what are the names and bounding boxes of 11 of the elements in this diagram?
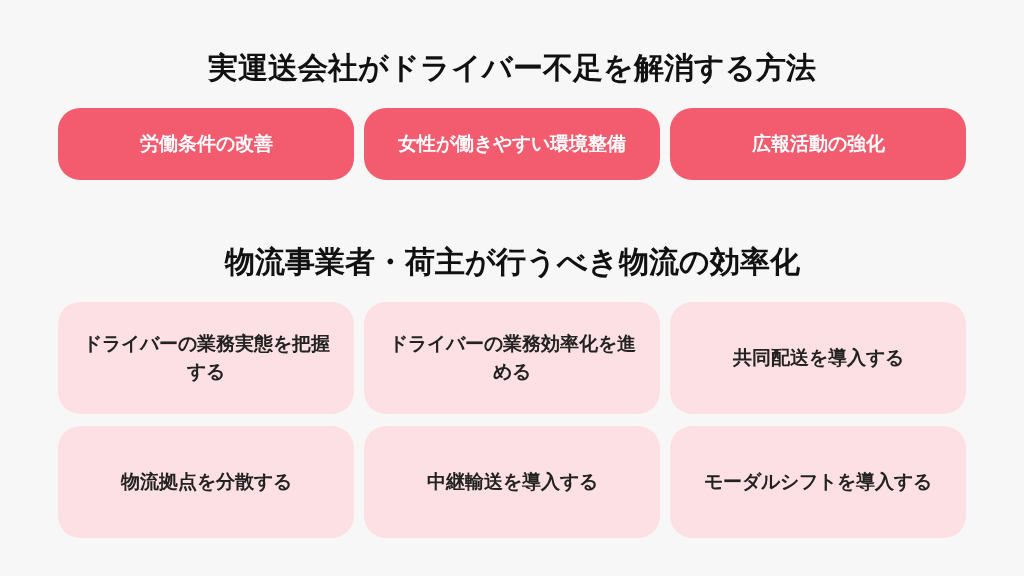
measure-box: 共同配送を導入する <box>670 302 966 414</box>
method-box: 広報活動の強化 <box>670 108 966 180</box>
heading: 実運送会社がドライバー不足を解消する方法 <box>207 49 817 87</box>
measure-box: 中継輸送を導入する <box>364 426 660 538</box>
measure-box: ドライバーの業務効率化を進める <box>364 302 660 414</box>
measure-box: ドライバーの業務実態を把握する <box>58 302 354 414</box>
method-box: 女性が働きやすい環境整備 <box>364 108 660 180</box>
method-box: 労働条件の改善 <box>58 108 354 180</box>
section-heading: 物流事業者・荷主が行うべき物流の効率化 <box>223 243 801 281</box>
measure-box: 物流拠点を分散する <box>58 426 354 538</box>
measure-box: モーダルシフトを導入する <box>670 426 966 538</box>
